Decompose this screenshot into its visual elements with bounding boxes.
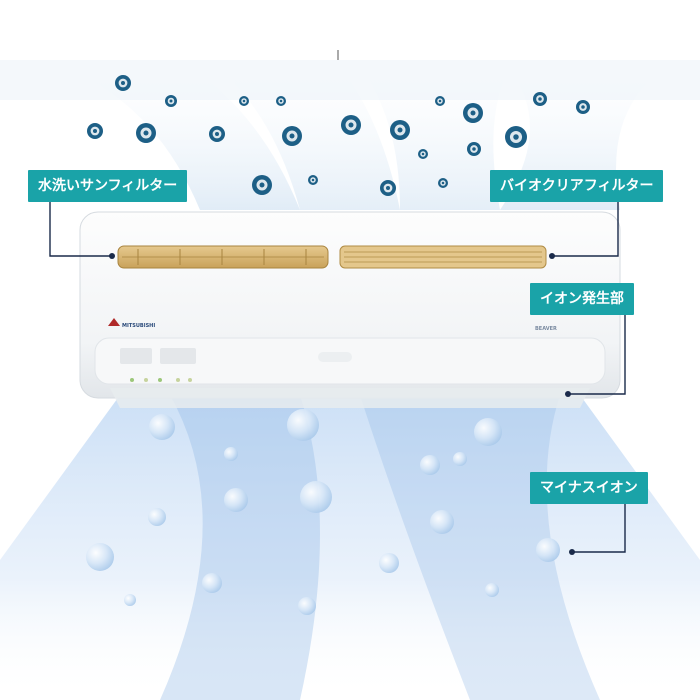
ion-bubble [474, 418, 502, 446]
dust-particle [505, 126, 527, 148]
dust-particle [115, 75, 131, 91]
ion-bubble [536, 538, 560, 562]
dust-particles [87, 75, 590, 196]
ion-bubble [298, 597, 316, 615]
ion-bubble [300, 481, 332, 513]
model-mark: BEAVER [535, 326, 557, 332]
minus-ion-bubbles [86, 409, 560, 615]
dust-particle [252, 175, 272, 195]
dust-particle [533, 92, 547, 106]
dust-particle [341, 115, 361, 135]
dust-particle [435, 96, 445, 106]
label-minus-ion: マイナスイオン [530, 472, 648, 504]
dust-particle [308, 175, 318, 185]
dust-particle [467, 142, 481, 156]
ion-bubble [453, 452, 467, 466]
dust-particle [438, 178, 448, 188]
dust-particle [276, 96, 286, 106]
water-wash-filter [117, 245, 329, 269]
ion-bubble [124, 594, 136, 606]
ion-bubble [420, 455, 440, 475]
dust-particle [239, 96, 249, 106]
ion-bubble [224, 488, 248, 512]
label-water-wash-filter: 水洗いサンフィルター [28, 170, 188, 202]
ion-bubble [430, 510, 454, 534]
label-bio-clear-filter: バイオクリアフィルター [490, 170, 664, 202]
dust-particle [576, 100, 590, 114]
ion-bubble [202, 573, 222, 593]
label-ion-generator: イオン発生部 [530, 283, 634, 315]
leader-lines [49, 198, 626, 553]
dust-particle [380, 180, 396, 196]
ion-bubble [86, 543, 114, 571]
dust-particle [463, 103, 483, 123]
dust-particle [165, 95, 177, 107]
output-airflow [0, 395, 700, 700]
dust-particle [136, 123, 156, 143]
ion-bubble [224, 447, 238, 461]
ion-bubble [485, 583, 499, 597]
ion-bubble [379, 553, 399, 573]
dust-particle [87, 123, 103, 139]
brand-logo-text: MITSUBISHI [122, 323, 156, 329]
ion-bubble [149, 414, 175, 440]
dust-particle [418, 149, 428, 159]
bio-clear-filter [339, 245, 547, 269]
dust-particle [209, 126, 225, 142]
dust-particle [390, 120, 410, 140]
ion-bubble [287, 409, 319, 441]
ion-bubble [148, 508, 166, 526]
dust-particle [282, 126, 302, 146]
